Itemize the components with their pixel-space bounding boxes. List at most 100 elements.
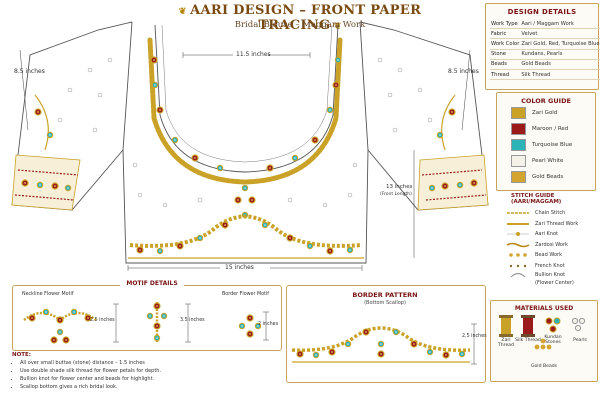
- detail-value: Aari / Maggam Work: [520, 19, 600, 30]
- detail-key: Work Color: [490, 38, 521, 50]
- page-title-text: AARI DESIGN – FRONT PAPER TRACING: [190, 3, 422, 33]
- zari-thread-icon: [507, 222, 529, 225]
- neckline-flower-motif: [23, 308, 97, 344]
- french-knot-icon: [509, 264, 527, 267]
- color-label: Maroon / Red: [532, 126, 569, 132]
- stitch-item: Zardosi Work: [505, 240, 597, 251]
- detail-value: Zari Gold, Red, Turquoise Blue: [520, 38, 600, 50]
- buttas: [57, 57, 433, 208]
- border-pattern-height: 2.5 inches: [462, 334, 487, 339]
- color-guide-item: Zari Gold: [511, 105, 595, 121]
- detail-key: Thread: [490, 69, 521, 81]
- silk-thread-spool-icon: [521, 315, 535, 337]
- sleeve-right-label: 8.5 inches: [448, 68, 479, 75]
- stitch-label: Bead Work: [535, 252, 562, 259]
- border-pattern-drawing: [291, 323, 477, 365]
- sleeve-vines: [34, 94, 456, 151]
- detail-key: Fabric: [490, 28, 521, 40]
- stitch-item-note: (Flower Center): [535, 279, 574, 286]
- color-swatch: [511, 123, 526, 135]
- waist-width-label: 15 inches: [225, 264, 254, 271]
- stitch-label: Zardosi Work: [535, 241, 568, 248]
- color-guide-item: Gold Beads: [511, 169, 595, 185]
- bullion-knot-icon: [510, 272, 526, 278]
- list-item: Use double shade silk thread for flower …: [20, 367, 280, 375]
- detail-value: Kundans, Pearls: [520, 49, 600, 60]
- color-swatch: [511, 155, 526, 167]
- neckline-embroidery: [147, 37, 343, 219]
- front-bottom-border: [128, 214, 364, 259]
- page-subtitle: Bridal Blouse – Maggam Work: [234, 20, 366, 30]
- blouse-outline: [11, 21, 489, 264]
- stitch-label: Chain Stitch: [535, 210, 566, 217]
- notes-panel: NOTE: All over small buttas (stone) dist…: [12, 352, 280, 391]
- kundan-stones-icon: [545, 317, 561, 333]
- detail-key: Beads: [490, 59, 521, 70]
- stitch-guide-heading: STITCH GUIDE (AARI/MAGGAM): [511, 193, 562, 205]
- detail-key: Stone: [490, 49, 521, 60]
- neckline-motif-label: Neckline Flower Motif: [22, 292, 74, 297]
- border-pattern-heading: BORDER PATTERN: [352, 291, 418, 299]
- chain-stitch-icon: [507, 212, 529, 214]
- front-length-note: (Front Length): [380, 192, 412, 197]
- sleeve-left-label: 8.5 inches: [14, 68, 45, 75]
- material-label: Gold Beads: [530, 364, 558, 369]
- stitch-label: Zari Thread Work: [535, 220, 579, 227]
- motif-details-heading: MOTIF DETAILS: [120, 280, 184, 287]
- color-swatch: [511, 171, 526, 183]
- front-length-label: 13 inches: [386, 184, 413, 190]
- color-guide-item: Turquoise Blue: [511, 137, 595, 153]
- notes-list: All over small buttas (stone) distance –…: [12, 359, 280, 391]
- detail-key: Work Type: [490, 19, 521, 30]
- stitch-label: French Knot: [535, 262, 565, 269]
- aari-knot-icon: [507, 232, 529, 237]
- neckline-motif-height: 2.5 inches: [90, 318, 115, 323]
- motif-drawings: [23, 302, 269, 344]
- bead-work-icon: [509, 253, 527, 258]
- pearls-icon: [571, 317, 586, 332]
- materials-icons: [499, 315, 586, 350]
- border-motif-height: 2 inches: [258, 322, 279, 327]
- sleeve-hem-border-right: [417, 154, 489, 211]
- blouse-front-tracing: [11, 21, 489, 271]
- detail-value: Gold Beads: [520, 59, 600, 70]
- materials-heading: MATERIALS USED: [514, 305, 574, 312]
- material-label: Pearls: [573, 338, 587, 343]
- color-label: Turquoise Blue: [532, 142, 573, 148]
- border-pattern-subheading: (Bottom Scallop): [364, 300, 406, 306]
- dimension-lines: [19, 49, 471, 271]
- color-label: Gold Beads: [532, 174, 564, 180]
- stitch-item: Bullion Knot: [505, 271, 597, 279]
- color-swatch: [511, 139, 526, 151]
- stitch-item: Zari Thread Work: [505, 219, 597, 230]
- center-motif-height: 3.5 inches: [180, 318, 205, 323]
- color-guide-item: Pearl White: [511, 153, 595, 169]
- material-label: Kundan Stones: [544, 335, 562, 345]
- stitch-label: Bullion Knot: [535, 272, 566, 278]
- stitch-guide-panel: STITCH GUIDE (AARI/MAGGAM) Chain Stitch …: [505, 193, 597, 296]
- color-label: Zari Gold: [532, 110, 558, 116]
- ornament-icon: ❦: [178, 7, 191, 17]
- stitch-label: Aari Knot: [535, 231, 558, 238]
- page-title: ❦ AARI DESIGN – FRONT PAPER TRACING ❦: [150, 3, 450, 33]
- center-drop-motif: [146, 302, 168, 342]
- materials-panel: MATERIALS USED Zari Thread Silk Thread K…: [490, 300, 598, 382]
- notes-heading: NOTE:: [12, 352, 31, 358]
- list-item: Bullion knot for flower center and beads…: [20, 375, 280, 383]
- stitch-item: Aari Knot: [505, 229, 597, 240]
- material-label: Silk Thread: [515, 338, 541, 343]
- list-item: All over small buttas (stone) distance –…: [20, 359, 280, 367]
- sleeve-hem-border-left: [11, 154, 81, 211]
- detail-value: Silk Thread: [520, 69, 600, 81]
- stitch-item: Chain Stitch: [505, 208, 597, 219]
- border-motif-label: Border Flower Motif: [222, 292, 269, 297]
- color-guide-item: Maroon / Red: [511, 121, 595, 137]
- color-swatch: [511, 107, 526, 119]
